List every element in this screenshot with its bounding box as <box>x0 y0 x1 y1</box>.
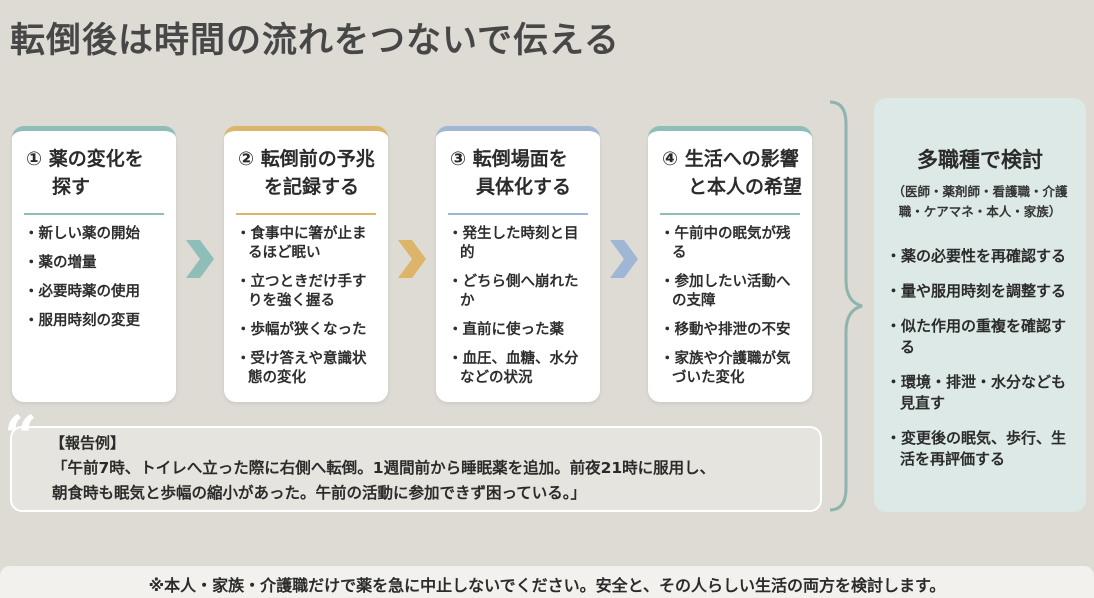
list-item: 食事中に箸が止まるほど眠い <box>236 225 380 263</box>
step-item-list: 新しい薬の開始 薬の増量 必要時薬の使用 服用時刻の変更 <box>12 215 176 331</box>
step-card-medication-change: ① 薬の変化を 探す 新しい薬の開始 薬の増量 必要時薬の使用 服用時刻の変更 <box>12 126 176 402</box>
step-divider <box>660 213 800 215</box>
step-item-list: 食事中に箸が止まるほど眠い 立つときだけ手すりを強く握る 歩幅が狭くなった 受け… <box>224 215 388 388</box>
step-card-title: ② 転倒前の予兆 を記録する <box>224 131 388 213</box>
step-card-daily-life-impact: ④ 生活への影響 と本人の希望 午前中の眠気が残る 参加したい活動への支障 移動… <box>648 126 812 402</box>
list-item: 服用時刻の変更 <box>24 312 168 331</box>
step-title-line2: を記録する <box>264 176 360 198</box>
list-item: 受け答えや意識状態の変化 <box>236 350 380 388</box>
list-item: 似た作用の重複を確認する <box>886 316 1078 358</box>
multidisciplinary-review-panel: 多職種で検討 （医師・薬剤師・看護職・介護職・ケアマネ・本人・家族） 薬の必要性… <box>874 98 1086 512</box>
footer-bar <box>0 566 1094 598</box>
step-title-line1: ① 薬の変化を <box>26 148 144 170</box>
step-card-fall-scene: ③ 転倒場面を 具体化する 発生した時刻と目的 どちら側へ崩れたか 直前に使った… <box>436 126 600 402</box>
step-card-title: ① 薬の変化を 探す <box>12 131 176 213</box>
list-item: 必要時薬の使用 <box>24 283 168 302</box>
step-title-line2: 探す <box>52 176 91 198</box>
step-card-title: ④ 生活への影響 と本人の希望 <box>648 131 812 213</box>
chevron-right-icon <box>186 240 214 278</box>
report-example-line1: 「午前7時、トイレへ立った際に右側へ転倒。1週間前から睡眠薬を追加。前夜21時に… <box>52 459 716 477</box>
chevron-right-icon <box>398 240 426 278</box>
report-example-text: 「午前7時、トイレへ立った際に右側へ転倒。1週間前から睡眠薬を追加。前夜21時に… <box>52 456 818 506</box>
list-item: 参加したい活動への支障 <box>660 273 804 311</box>
step-card-warning-signs: ② 転倒前の予兆 を記録する 食事中に箸が止まるほど眠い 立つときだけ手すりを強… <box>224 126 388 402</box>
list-item: 環境・排泄・水分なども見直す <box>886 372 1078 414</box>
step-divider <box>448 213 588 215</box>
step-divider <box>24 213 164 215</box>
chevron-right-icon <box>610 240 638 278</box>
step-item-list: 午前中の眠気が残る 参加したい活動への支障 移動や排泄の不安 家族や介護職が気づ… <box>648 215 812 388</box>
list-item: 新しい薬の開始 <box>24 225 168 244</box>
page-title: 転倒後は時間の流れをつないで伝える <box>10 21 620 61</box>
step-title-line2: と本人の希望 <box>688 176 803 198</box>
report-example-box <box>10 426 822 512</box>
step-title-line1: ④ 生活への影響 <box>662 148 799 170</box>
list-item: どちら側へ崩れたか <box>448 273 592 311</box>
step-item-list: 発生した時刻と目的 どちら側へ崩れたか 直前に使った薬 血圧、血糖、水分などの状… <box>436 215 600 388</box>
report-example-label: 【報告例】 <box>50 434 126 452</box>
step-title-line1: ② 転倒前の予兆 <box>238 148 375 170</box>
list-item: 歩幅が狭くなった <box>236 321 380 340</box>
step-card-title: ③ 転倒場面を 具体化する <box>436 131 600 213</box>
footer-note: ※本人・家族・介護職だけで薬を急に中止しないでください。安全と、その人らしい生活… <box>148 576 946 595</box>
review-item-list: 薬の必要性を再確認する 量や服用時刻を調整する 似た作用の重複を確認する 環境・… <box>874 222 1086 470</box>
quote-mark-icon: “ <box>4 403 38 471</box>
list-item: 移動や排泄の不安 <box>660 321 804 340</box>
list-item: 血圧、血糖、水分などの状況 <box>448 350 592 388</box>
list-item: 立つときだけ手すりを強く握る <box>236 273 380 311</box>
list-item: 家族や介護職が気づいた変化 <box>660 350 804 388</box>
right-brace-icon <box>829 100 863 512</box>
list-item: 薬の必要性を再確認する <box>886 246 1078 267</box>
review-title: 多職種で検討 <box>917 148 1043 172</box>
list-item: 発生した時刻と目的 <box>448 225 592 263</box>
list-item: 午前中の眠気が残る <box>660 225 804 263</box>
list-item: 薬の増量 <box>24 254 168 273</box>
step-title-line1: ③ 転倒場面を <box>450 148 568 170</box>
step-title-line2: 具体化する <box>476 176 572 198</box>
list-item: 直前に使った薬 <box>448 321 592 340</box>
list-item: 量や服用時刻を調整する <box>886 281 1078 302</box>
review-subtitle: （医師・薬剤師・看護職・介護職・ケアマネ・本人・家族） <box>892 184 1068 219</box>
list-item: 変更後の眠気、歩行、生活を再評価する <box>886 428 1078 470</box>
report-example-line2: 朝食時も眠気と歩幅の縮小があった。午前の活動に参加できず困っている。」 <box>52 484 586 502</box>
step-divider <box>236 213 376 215</box>
